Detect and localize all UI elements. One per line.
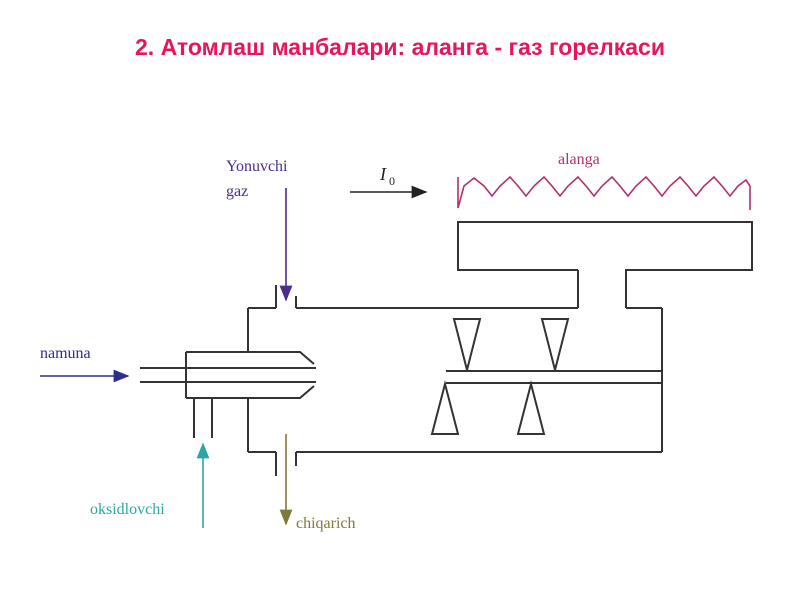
fuel-gas-label-line1: Yonuvchi xyxy=(226,158,288,175)
flame-label: alanga xyxy=(558,151,600,168)
oxidizer-label: oksidlovchi xyxy=(90,501,165,518)
nebulizer xyxy=(140,351,316,438)
beam-subscript: 0 xyxy=(389,174,395,188)
page-title: 2. Атомлаш манбалари: аланга - газ горел… xyxy=(135,34,665,60)
fuel-gas-label-line2: gaz xyxy=(226,183,248,200)
baffle-lower-2 xyxy=(516,380,546,435)
baffle-upper-2 xyxy=(540,318,570,371)
flame-wave xyxy=(457,175,751,210)
burner-head xyxy=(457,221,753,308)
drain-label: chiqarich xyxy=(296,515,356,532)
flow-spoiler xyxy=(430,318,662,435)
baffle-lower-1 xyxy=(430,380,460,435)
baffle-upper-1 xyxy=(452,318,482,371)
beam-symbol: I xyxy=(379,164,387,184)
sample-label: namuna xyxy=(40,345,91,362)
mixing-chamber xyxy=(247,285,663,476)
